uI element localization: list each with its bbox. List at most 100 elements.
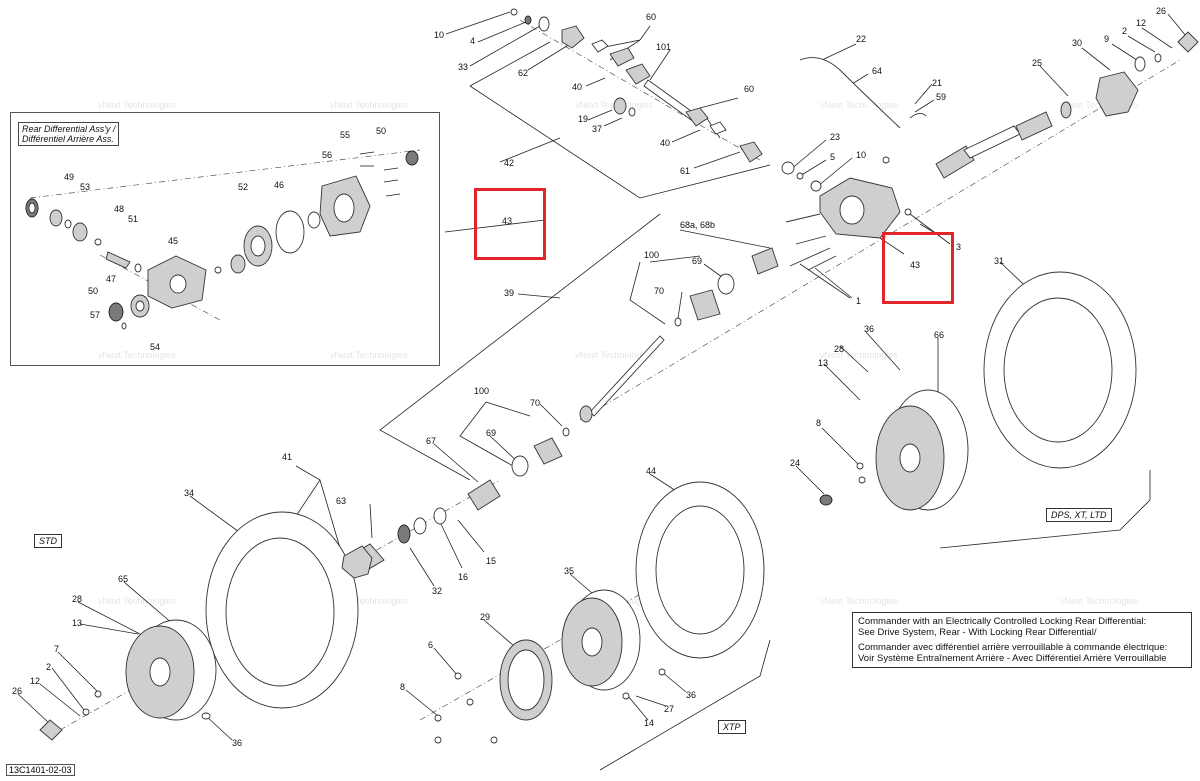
callout-label: 70 (530, 398, 540, 408)
callout-label: 69 (486, 428, 496, 438)
callout-label: 24 (790, 458, 800, 468)
highlight-box-43-right (882, 232, 954, 304)
watermark-text: vNext Technologies (820, 350, 898, 360)
watermark-text: vNext Technologies (1060, 100, 1138, 110)
callout-label: 101 (656, 42, 671, 52)
callout-label: 36 (864, 324, 874, 334)
callout-label: 55 (340, 130, 350, 140)
watermark-text: vNext Technologies (820, 596, 898, 606)
callout-label: 59 (936, 92, 946, 102)
callout-label: 31 (994, 256, 1004, 266)
callout-label: 57 (90, 310, 100, 320)
callout-label: 46 (274, 180, 284, 190)
callout-label: 36 (232, 738, 242, 748)
callout-label: 21 (932, 78, 942, 88)
callout-label: 64 (872, 66, 882, 76)
callout-label: 10 (434, 30, 444, 40)
callout-label: 42 (504, 158, 514, 168)
callout-label: 39 (504, 288, 514, 298)
callout-label: 35 (564, 566, 574, 576)
callout-label: 1 (856, 296, 861, 306)
note-line: Voir Système Entraînement Arrière - Avec… (858, 653, 1167, 664)
tires-and-wheels (39, 271, 1137, 744)
variant-tag-dps: DPS, XT, LTD (1046, 508, 1112, 522)
callout-label: 40 (660, 138, 670, 148)
callout-label: 4 (470, 36, 475, 46)
watermark-text: vNext Technologies (1060, 596, 1138, 606)
callout-label: 25 (1032, 58, 1042, 68)
callout-label: 2 (1122, 26, 1127, 36)
variant-tag-std: STD (34, 534, 62, 548)
callout-label: 16 (458, 572, 468, 582)
callout-label: 37 (592, 124, 602, 134)
callout-label: 44 (646, 466, 656, 476)
callout-label: 2 (46, 662, 51, 672)
callout-label: 60 (646, 12, 656, 22)
callout-label: 27 (664, 704, 674, 714)
callout-label: 29 (480, 612, 490, 622)
callout-label: 61 (680, 166, 690, 176)
callout-label: 67 (426, 436, 436, 446)
callout-label: 66 (934, 330, 944, 340)
callout-label: 28 (72, 594, 82, 604)
callout-label: 43 (910, 260, 920, 270)
callout-label: 47 (106, 274, 116, 284)
watermark-text: vNext Technologies (98, 350, 176, 360)
callout-label: 53 (80, 182, 90, 192)
watermark-text: vNext Technologies (330, 350, 408, 360)
callout-label: 69 (692, 256, 702, 266)
callout-label: 13 (72, 618, 82, 628)
callout-label: 100 (644, 250, 659, 260)
callout-label: 62 (518, 68, 528, 78)
callout-label: 32 (432, 586, 442, 596)
callout-label: 13 (818, 358, 828, 368)
callout-label: 68a, 68b (680, 220, 715, 230)
callout-label: 49 (64, 172, 74, 182)
callout-label: 26 (1156, 6, 1166, 16)
top-shaft-parts (510, 8, 927, 163)
callout-label: 70 (654, 286, 664, 296)
figure-code: 13C1401-02-03 (6, 764, 75, 776)
inset-title-line: Rear Differential Ass'y / (22, 124, 116, 134)
callout-label: 34 (184, 488, 194, 498)
callout-numbers: 10 4 33 62 60 101 40 19 37 40 60 61 42 2… (12, 6, 1166, 748)
callout-label: 26 (12, 686, 22, 696)
callout-label: 8 (400, 682, 405, 692)
callout-label: 6 (428, 640, 433, 650)
callout-label: 100 (474, 386, 489, 396)
callout-label: 23 (830, 132, 840, 142)
callout-label: 63 (336, 496, 346, 506)
callout-label: 56 (322, 150, 332, 160)
callout-label: 65 (118, 574, 128, 584)
callout-label: 10 (856, 150, 866, 160)
highlight-box-43-left (474, 188, 546, 260)
callout-label: 43 (502, 216, 512, 226)
callout-label: 19 (578, 114, 588, 124)
callout-label: 22 (856, 34, 866, 44)
callout-label: 48 (114, 204, 124, 214)
callout-label: 3 (956, 242, 961, 252)
callout-label: 7 (54, 644, 59, 654)
callout-label: 33 (458, 62, 468, 72)
locking-differential-note: Commander with an Electrically Controlle… (852, 612, 1192, 668)
callout-label: 12 (1136, 18, 1146, 28)
variant-tag-xtp: XTP (718, 720, 746, 734)
callout-leaders (17, 11, 1187, 741)
rear-differential-assembly (781, 31, 1199, 271)
note-line: Commander avec différentiel arrière verr… (858, 642, 1168, 653)
watermark-text: vNext Technologies (820, 100, 898, 110)
callout-label: 51 (128, 214, 138, 224)
callout-label: 40 (572, 82, 582, 92)
callout-label: 60 (744, 84, 754, 94)
callout-label: 15 (486, 556, 496, 566)
callout-label: 50 (88, 286, 98, 296)
callout-label: 28 (834, 344, 844, 354)
inset-title: Rear Differential Ass'y / Différentiel A… (18, 122, 120, 146)
watermark-text: vNext Technologies (98, 596, 176, 606)
inset-parts (25, 150, 419, 330)
callout-label: 5 (830, 152, 835, 162)
callout-label: 45 (168, 236, 178, 246)
watermark-text: vNext Technologies (575, 350, 653, 360)
